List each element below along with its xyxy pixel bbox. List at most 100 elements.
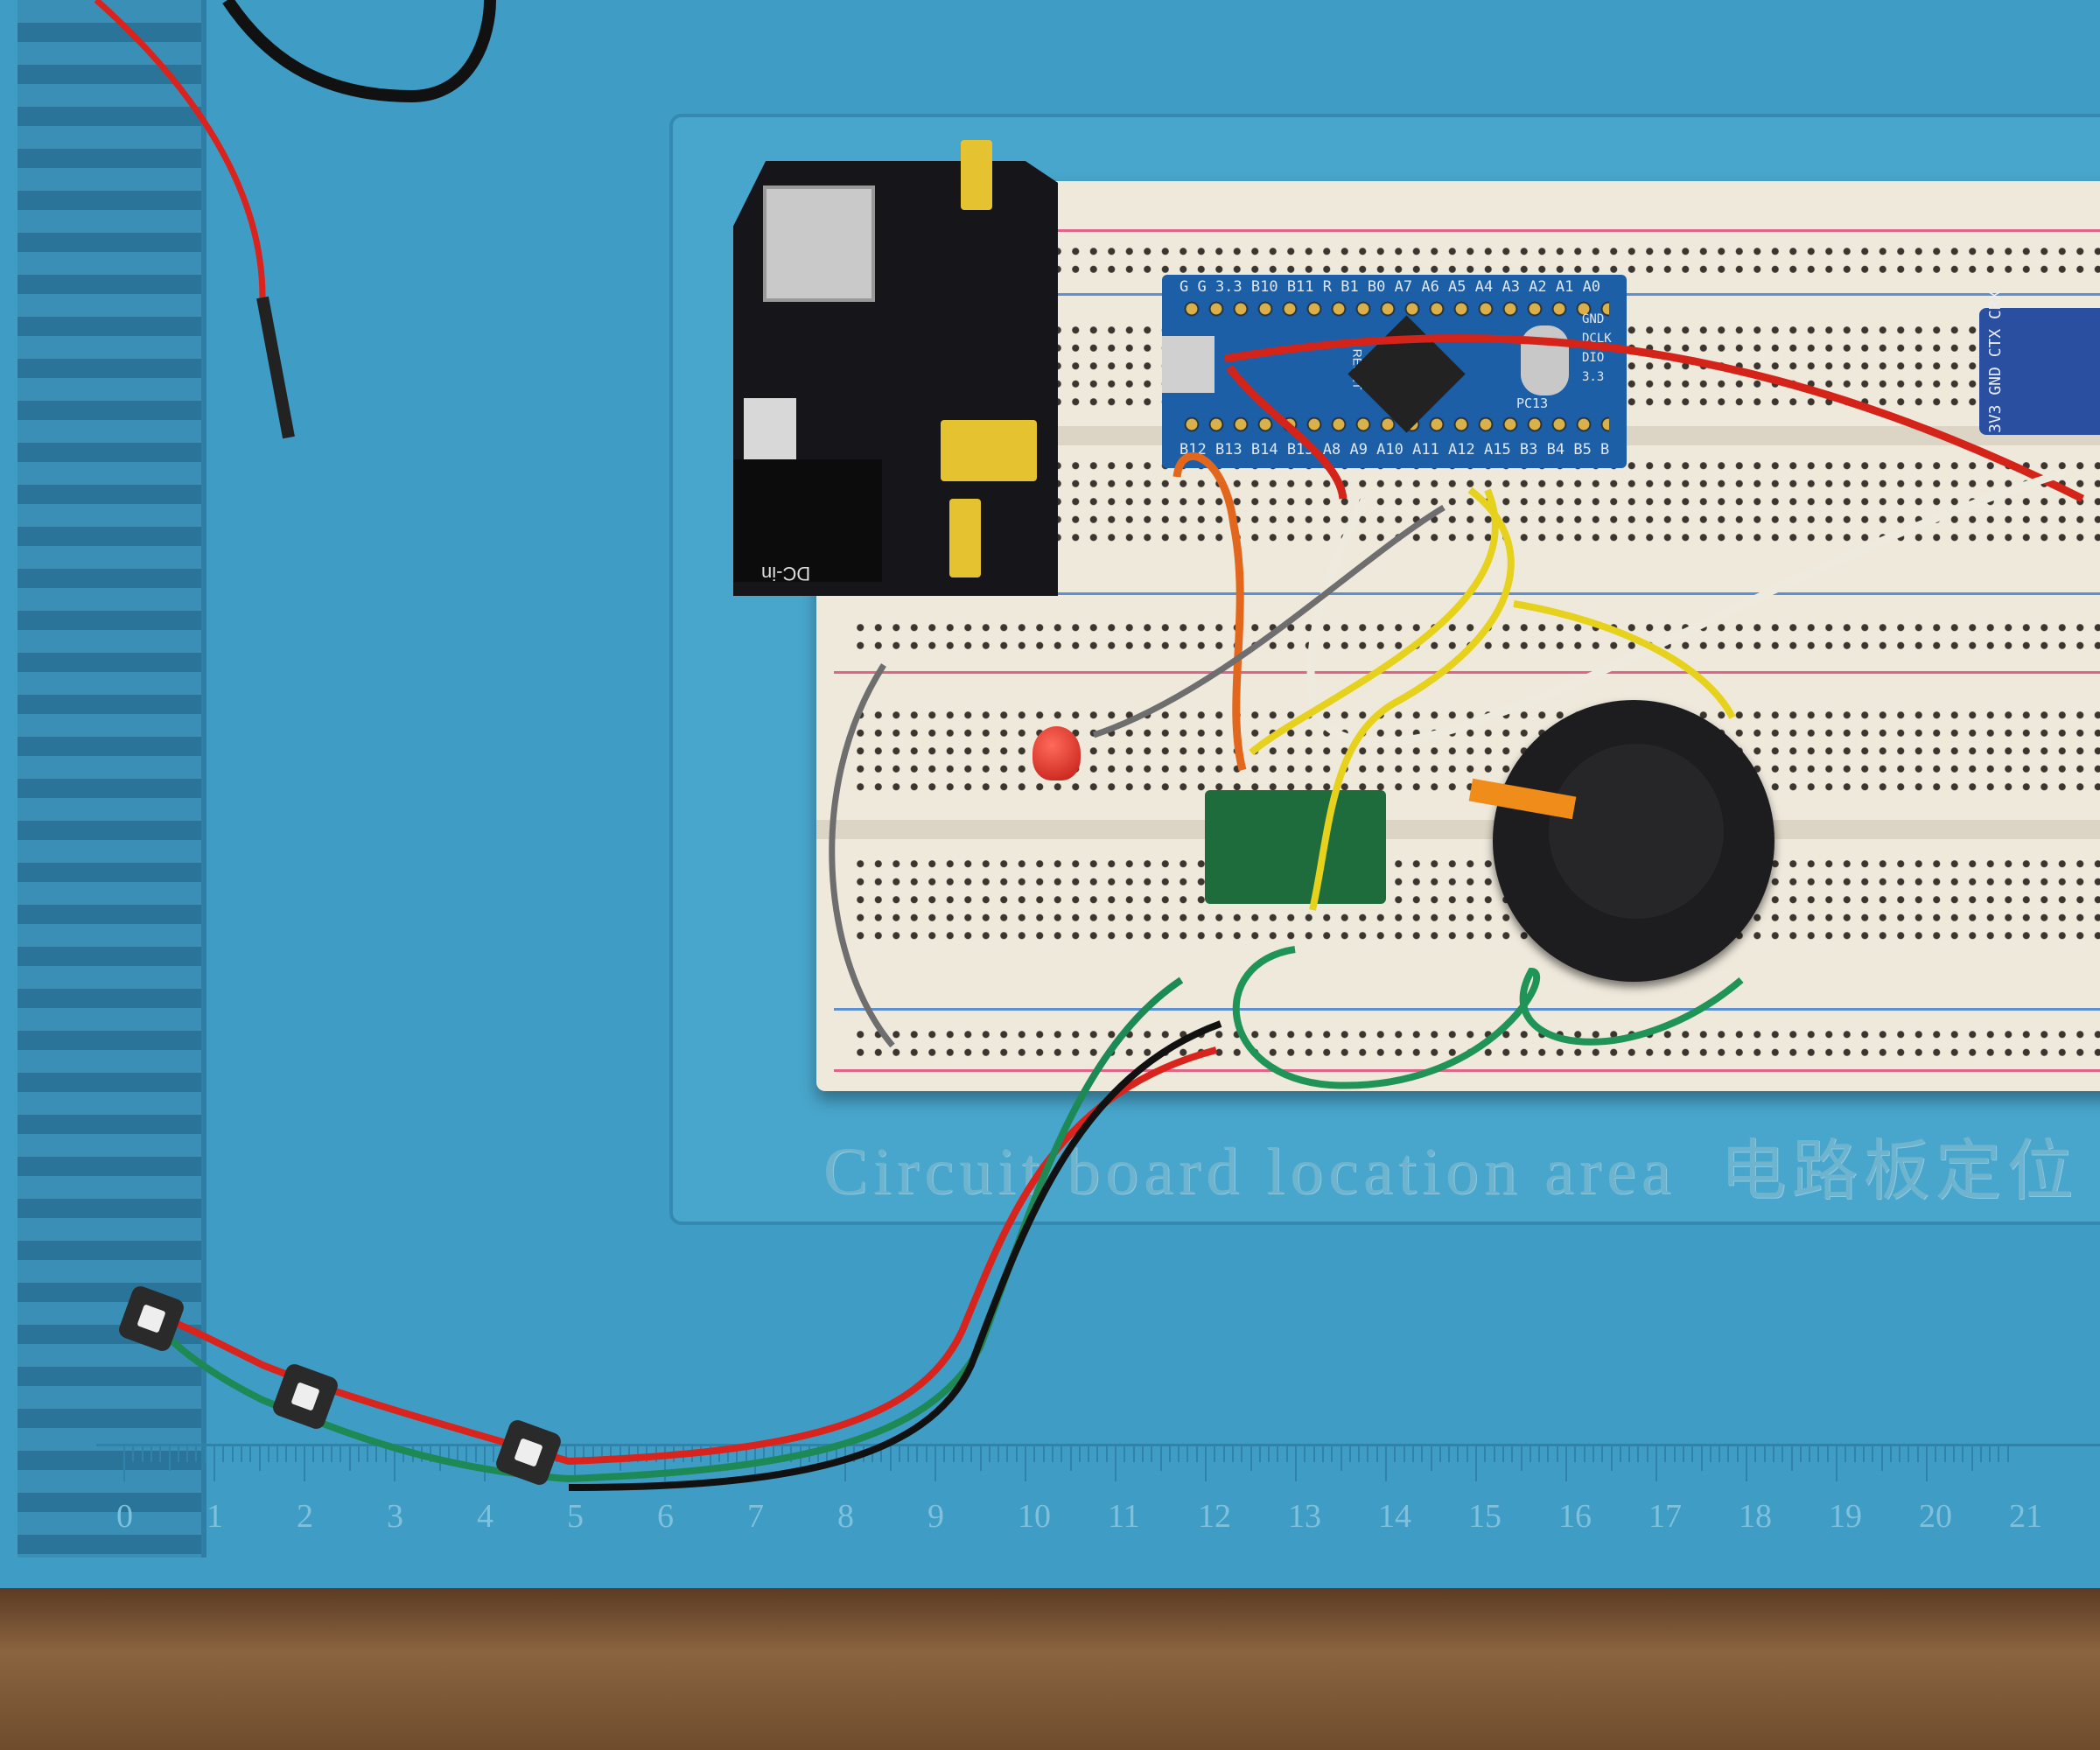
- ruler-number: 6: [657, 1498, 674, 1535]
- ruler-number: 9: [928, 1498, 944, 1535]
- mat-embossed-text: Circuit board location area 电路板定位: [823, 1116, 2078, 1213]
- ruler-number: 2: [297, 1498, 313, 1535]
- ruler-number: 16: [1558, 1498, 1592, 1535]
- ruler-number: 0: [116, 1498, 133, 1535]
- power-switch: [744, 398, 796, 459]
- ruler-tick: [1385, 1446, 1387, 1481]
- ruler-tick: [1367, 1446, 1369, 1462]
- orange-wire: [1172, 452, 1247, 772]
- ruler-tick: [1222, 1446, 1225, 1462]
- ruler-tick: [384, 1446, 387, 1462]
- ruler-tick: [168, 1446, 171, 1471]
- dc-jack: [733, 459, 882, 582]
- micro-usb-port: [1162, 336, 1214, 393]
- ruler-tick: [1132, 1446, 1135, 1462]
- ruler-tick: [1736, 1446, 1739, 1462]
- ruler-tick: [294, 1446, 297, 1462]
- ruler-tick: [871, 1446, 873, 1462]
- ruler-tick: [1935, 1446, 1937, 1462]
- ruler-tick: [880, 1446, 883, 1462]
- jumper-pin: [256, 296, 295, 439]
- ruler-tick: [177, 1446, 179, 1462]
- ruler-tick: [402, 1446, 405, 1462]
- ruler-tick: [141, 1446, 144, 1462]
- ruler-tick: [159, 1446, 162, 1462]
- ruler-tick: [285, 1446, 288, 1462]
- ruler-tick: [312, 1446, 315, 1462]
- ruler-tick: [1178, 1446, 1180, 1462]
- ruler-number: 8: [837, 1498, 854, 1535]
- led-strip-ground-wire: [568, 1020, 1222, 1491]
- ruler-tick: [1637, 1446, 1640, 1462]
- ruler-tick: [1673, 1446, 1676, 1462]
- ruler-tick: [907, 1446, 910, 1462]
- black-wire: [222, 0, 496, 103]
- ruler-number: 10: [1018, 1498, 1051, 1535]
- driver-module: [1205, 790, 1386, 904]
- ruler-tick: [1556, 1446, 1558, 1462]
- ruler-tick: [1628, 1446, 1631, 1462]
- ruler-tick: [1970, 1446, 1973, 1471]
- ruler-tick: [375, 1446, 378, 1462]
- ruler-tick: [718, 1446, 720, 1462]
- ruler-tick: [745, 1446, 747, 1462]
- ruler-tick: [1601, 1446, 1604, 1462]
- ruler-tick: [1664, 1446, 1667, 1462]
- ruler-tick: [1872, 1446, 1874, 1462]
- ruler-tick: [1782, 1446, 1784, 1462]
- ruler-tick: [1241, 1446, 1243, 1462]
- ruler-tick: [600, 1446, 603, 1462]
- ruler-tick: [1754, 1446, 1757, 1462]
- ruler-tick: [1656, 1446, 1657, 1481]
- mcu-top-pin-labels: G G 3.3 B10 B11 R B1 B0 A7 A6 A5 A4 A3 A…: [1180, 278, 1609, 296]
- ruler-tick: [204, 1446, 206, 1462]
- ruler-tick: [394, 1446, 396, 1481]
- ruler-tick: [231, 1446, 234, 1462]
- ruler-tick: [123, 1446, 125, 1481]
- ruler-tick: [330, 1446, 332, 1462]
- ruler-tick: [1700, 1446, 1703, 1471]
- ruler-tick: [1006, 1446, 1009, 1462]
- ruler-tick: [583, 1446, 585, 1462]
- ruler-tick: [1943, 1446, 1946, 1462]
- ruler-tick: [1962, 1446, 1964, 1462]
- ruler-tick: [889, 1446, 892, 1471]
- ruler-tick: [1205, 1446, 1207, 1481]
- ruler-tick: [1565, 1446, 1567, 1481]
- ruler-tick: [1331, 1446, 1334, 1462]
- ruler-tick: [1574, 1446, 1577, 1462]
- ruler-tick: [1312, 1446, 1315, 1462]
- ruler-tick: [952, 1446, 955, 1462]
- ruler-number: 5: [567, 1498, 584, 1535]
- ruler-tick: [1790, 1446, 1793, 1471]
- ruler-tick: [240, 1446, 242, 1462]
- ruler-tick: [780, 1446, 783, 1462]
- ruler-tick: [1853, 1446, 1856, 1462]
- ruler-tick: [195, 1446, 198, 1462]
- ruler-tick: [1862, 1446, 1865, 1462]
- ruler-tick: [1538, 1446, 1541, 1462]
- ruler-tick: [1042, 1446, 1045, 1462]
- ruler-tick: [258, 1446, 261, 1471]
- ruler-tick: [1411, 1446, 1414, 1462]
- ruler-tick: [474, 1446, 477, 1462]
- ruler-tick: [1231, 1446, 1234, 1462]
- ruler-tick: [1619, 1446, 1621, 1462]
- wooden-table: [0, 1586, 2100, 1750]
- red-wire: [94, 0, 292, 438]
- ruler-tick: [1511, 1446, 1514, 1462]
- ruler-tick: [1159, 1446, 1162, 1471]
- ruler-tick: [493, 1446, 495, 1462]
- ruler-tick: [934, 1446, 936, 1481]
- ruler-tick: [1214, 1446, 1216, 1462]
- ruler-tick: [1421, 1446, 1424, 1462]
- ruler-tick: [1926, 1446, 1928, 1481]
- ruler-tick: [1394, 1446, 1396, 1462]
- ruler-tick: [1826, 1446, 1829, 1462]
- jumper: [949, 499, 981, 578]
- ruler-tick: [1321, 1446, 1324, 1462]
- ruler-tick: [1430, 1446, 1432, 1471]
- ruler-tick: [1096, 1446, 1099, 1462]
- ruler-tick: [727, 1446, 730, 1462]
- ruler-tick: [1448, 1446, 1451, 1462]
